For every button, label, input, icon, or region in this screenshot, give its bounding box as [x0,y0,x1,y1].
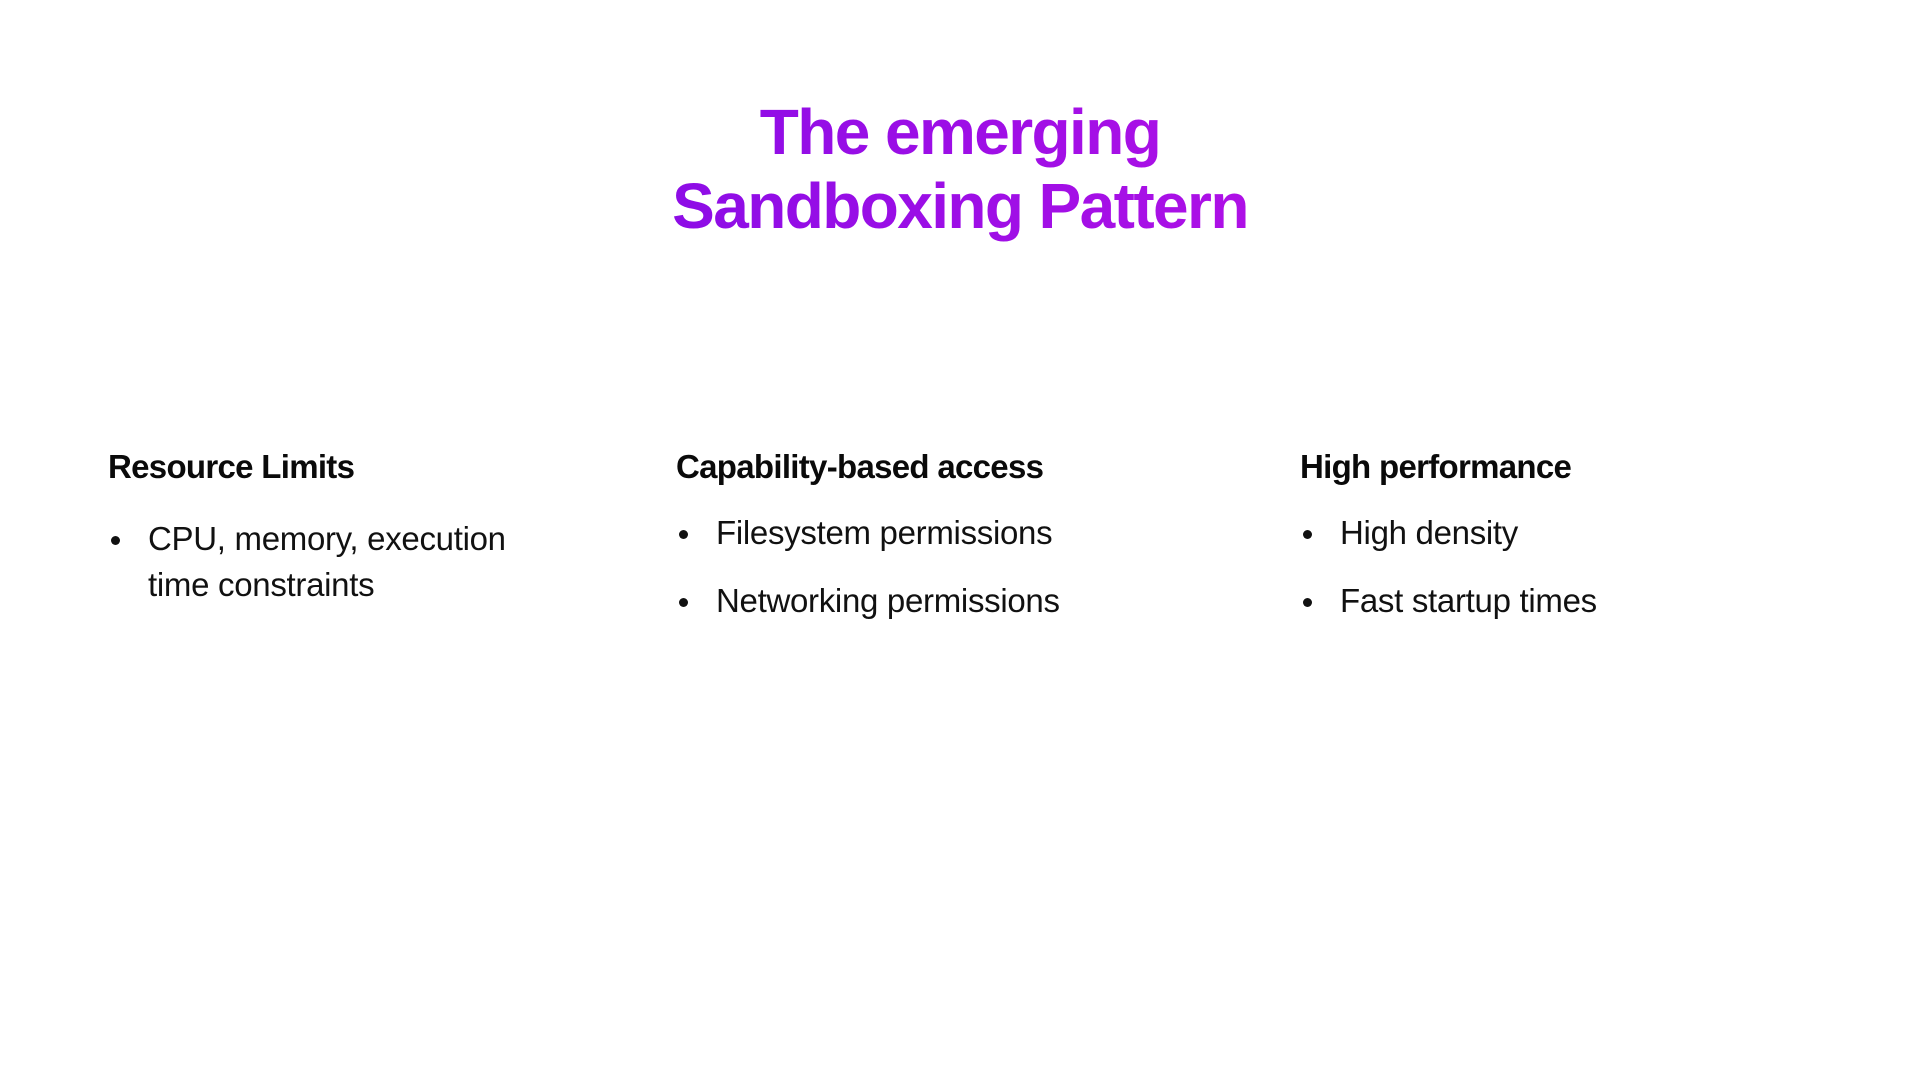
bullet-list: High density Fast startup times [1300,510,1820,624]
bullet-text: Networking permissions [716,582,1060,619]
column-heading: Capability-based access [676,448,1044,485]
column-heading: High performance [1300,448,1572,485]
list-item: Networking permissions [676,578,1236,624]
slide-title-line-1: The emerging [0,92,1920,172]
bullet-text: Filesystem permissions [716,514,1053,551]
bullet-text: CPU, memory, execution time constraints [148,520,506,603]
bullet-text: Fast startup times [1340,582,1597,619]
slide-title-line-2: Sandboxing Pattern [0,166,1920,246]
list-item: High density [1300,510,1820,556]
content-columns: Resource Limits CPU, memory, execution t… [0,448,1920,868]
list-item: Fast startup times [1300,578,1820,624]
list-item: CPU, memory, execution time constraints [108,516,528,608]
column-capability-based-access: Capability-based access Filesystem permi… [676,448,1236,646]
bullet-text: High density [1340,514,1518,551]
bullet-list: Filesystem permissions Networking permis… [676,510,1236,624]
column-resource-limits: Resource Limits CPU, memory, execution t… [108,448,528,626]
column-heading: Resource Limits [108,448,355,485]
slide-title: The emerging Sandboxing Pattern [0,92,1920,246]
column-high-performance: High performance High density Fast start… [1300,448,1820,646]
list-item: Filesystem permissions [676,510,1236,556]
bullet-list: CPU, memory, execution time constraints [108,516,528,608]
